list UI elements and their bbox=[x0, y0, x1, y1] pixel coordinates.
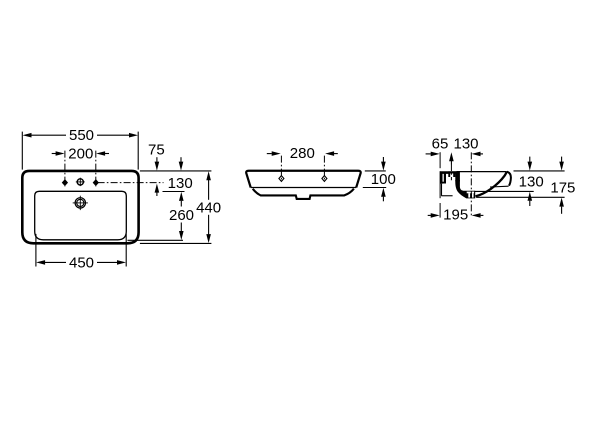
svg-text:65: 65 bbox=[432, 136, 449, 153]
svg-text:130: 130 bbox=[168, 175, 193, 192]
svg-text:130: 130 bbox=[519, 174, 544, 191]
svg-text:75: 75 bbox=[148, 142, 165, 159]
svg-text:550: 550 bbox=[69, 127, 94, 144]
svg-text:100: 100 bbox=[371, 171, 396, 188]
svg-text:130: 130 bbox=[453, 136, 478, 153]
svg-text:195: 195 bbox=[443, 207, 468, 224]
svg-text:200: 200 bbox=[68, 146, 93, 163]
svg-text:175: 175 bbox=[550, 180, 575, 197]
svg-text:440: 440 bbox=[196, 200, 221, 217]
svg-text:450: 450 bbox=[69, 255, 94, 272]
svg-text:280: 280 bbox=[290, 145, 315, 162]
svg-text:260: 260 bbox=[169, 207, 194, 224]
